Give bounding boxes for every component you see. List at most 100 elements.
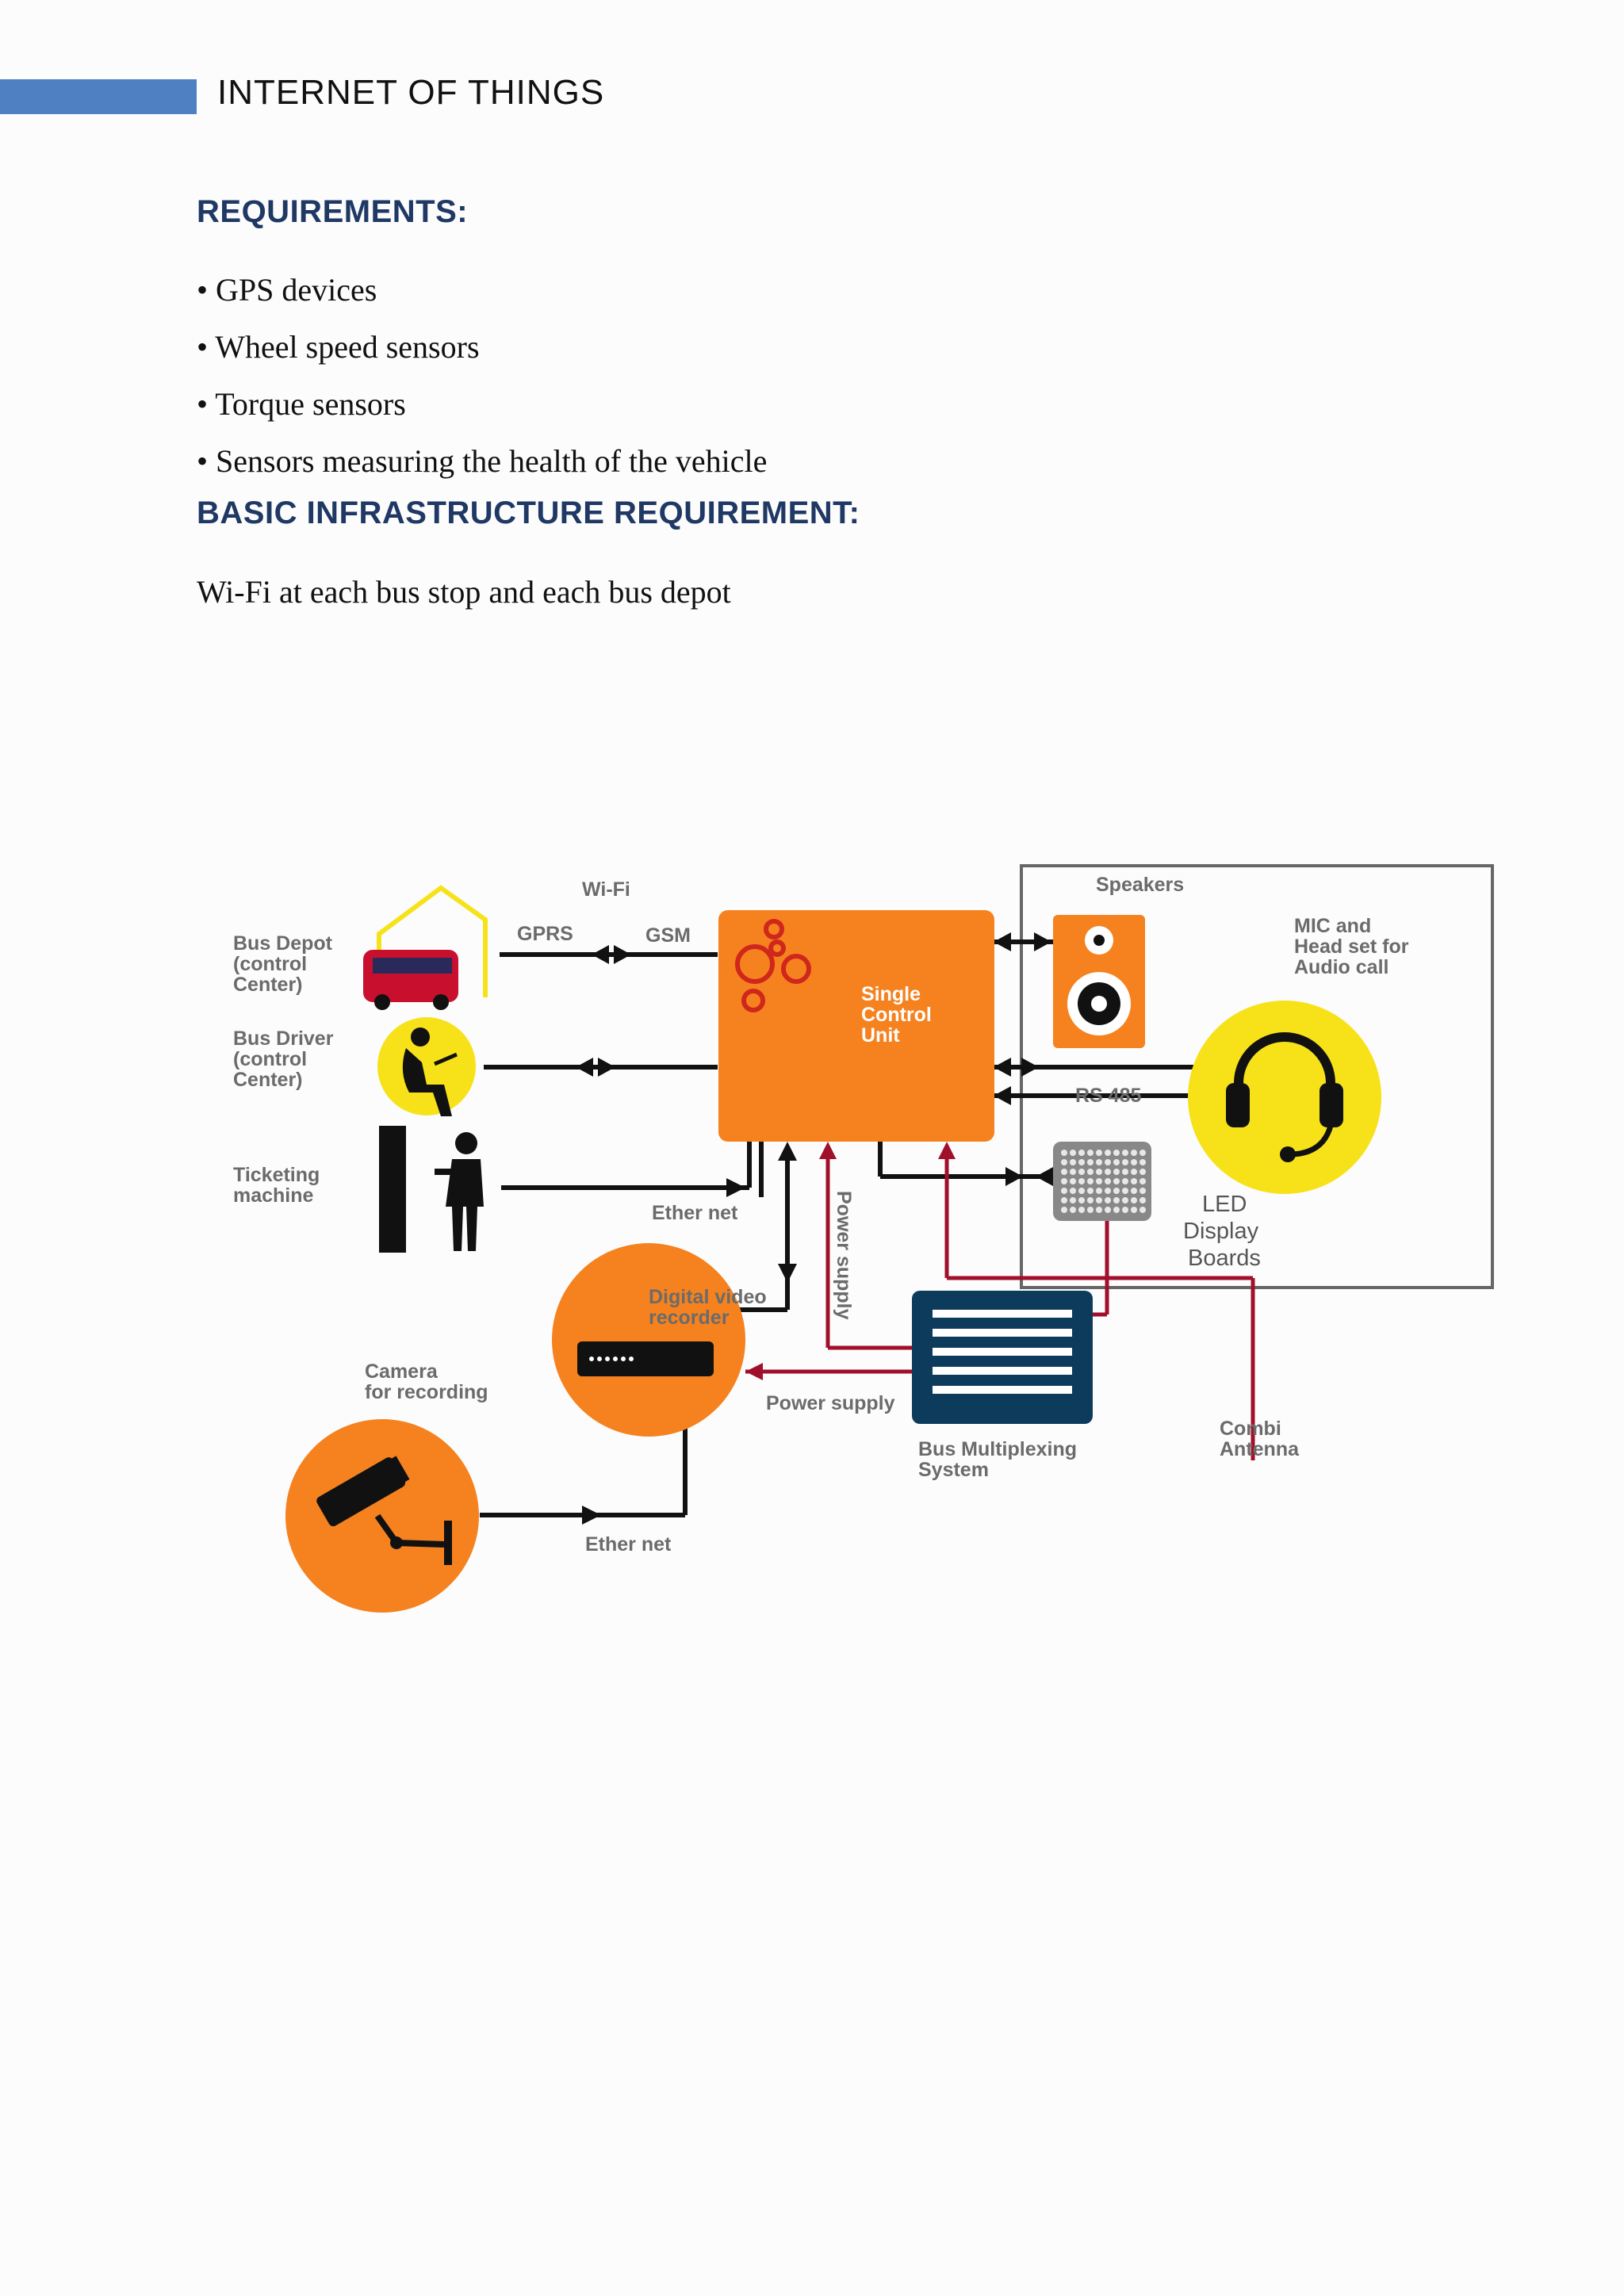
led-dot <box>1087 1169 1094 1175</box>
led-dot <box>1131 1197 1137 1203</box>
led-dot <box>1070 1178 1076 1184</box>
requirements-heading: REQUIREMENTS: <box>197 194 469 229</box>
list-item: GPS devices <box>197 266 767 323</box>
gsm-label: GSM <box>645 924 691 947</box>
led-dot <box>1096 1178 1102 1184</box>
dvr-label: Digital video <box>649 1286 767 1308</box>
list-item: Torque sensors <box>197 381 767 438</box>
led-dot <box>1105 1178 1111 1184</box>
led-dot <box>1131 1178 1137 1184</box>
led-label: Boards <box>1188 1246 1261 1271</box>
gears-icon <box>735 919 811 1012</box>
led-dot <box>1061 1178 1067 1184</box>
led-dot <box>1096 1207 1102 1213</box>
bus-driver-label: (control <box>233 1048 307 1070</box>
led-dot <box>1070 1197 1076 1203</box>
single-control-unit <box>718 910 994 1142</box>
led-dot <box>1131 1159 1137 1165</box>
led-dot <box>1139 1159 1146 1165</box>
led-dot <box>1070 1207 1076 1213</box>
led-dot <box>1113 1159 1120 1165</box>
led-dot <box>1078 1207 1085 1213</box>
gprs-label: GPRS <box>517 923 573 945</box>
led-dot <box>1096 1197 1102 1203</box>
led-dot <box>1061 1150 1067 1156</box>
led-dot <box>1070 1159 1076 1165</box>
mic-label: Head set for <box>1294 936 1409 958</box>
led-dot <box>1087 1188 1094 1194</box>
mic-label: Audio call <box>1294 956 1388 978</box>
led-dot <box>1078 1150 1085 1156</box>
led-dot <box>1078 1178 1085 1184</box>
led-dot <box>1131 1188 1137 1194</box>
list-item: Wheel speed sensors <box>197 323 767 381</box>
led-dot <box>1105 1150 1111 1156</box>
led-dot <box>1061 1188 1067 1194</box>
led-dot <box>1061 1197 1067 1203</box>
led-dot <box>1061 1207 1067 1213</box>
led-dot <box>1070 1188 1076 1194</box>
power-arrowheads <box>745 1142 956 1380</box>
led-dot <box>1061 1169 1067 1175</box>
ticketing-label: machine <box>233 1184 314 1207</box>
page-header-title: INTERNET OF THINGS <box>217 73 605 112</box>
camera-icon <box>285 1419 479 1613</box>
bus-depot-label: Center) <box>233 974 303 996</box>
wifi-label: Wi-Fi <box>582 878 630 901</box>
bus-mux-label: System <box>918 1459 989 1481</box>
led-dot <box>1139 1197 1146 1203</box>
speaker-icon <box>1053 915 1145 1048</box>
headset-icon <box>1188 1001 1381 1194</box>
control-unit-label: Unit <box>861 1024 900 1047</box>
bus-depot-icon <box>363 885 488 1010</box>
power-supply-vertical-label: Power supply <box>833 1191 855 1320</box>
bus-system-diagram: Single Control Unit Bus Depot (control C… <box>233 864 1494 1613</box>
dvr-icon <box>552 1243 745 1437</box>
led-dot <box>1122 1188 1128 1194</box>
ethernet-label: Ether net <box>652 1202 738 1224</box>
bus-mux-label: Bus Multiplexing <box>918 1438 1077 1460</box>
bus-driver-icon <box>377 1017 476 1116</box>
header-accent-bar <box>0 79 197 114</box>
requirements-list: GPS devices Wheel speed sensors Torque s… <box>197 266 767 495</box>
led-dot <box>1096 1188 1102 1194</box>
camera-label: for recording <box>365 1381 488 1403</box>
led-dot <box>1096 1159 1102 1165</box>
led-dot <box>1078 1159 1085 1165</box>
led-dot <box>1105 1188 1111 1194</box>
led-dot <box>1113 1169 1120 1175</box>
control-unit-label: Control <box>861 1004 932 1026</box>
led-dot <box>1122 1159 1128 1165</box>
led-dot <box>1087 1159 1094 1165</box>
led-dot <box>1131 1150 1137 1156</box>
led-dot <box>1139 1207 1146 1213</box>
led-dot <box>1087 1197 1094 1203</box>
led-dot <box>1122 1150 1128 1156</box>
dvr-label: recorder <box>649 1307 730 1329</box>
led-dot <box>1139 1169 1146 1175</box>
infrastructure-heading: BASIC INFRASTRUCTURE REQUIREMENT: <box>197 496 860 530</box>
bus-depot-label: Bus Depot <box>233 932 333 955</box>
led-dot <box>1131 1207 1137 1213</box>
bus-driver-label: Bus Driver <box>233 1027 334 1050</box>
combi-antenna-label: Combi <box>1220 1418 1281 1440</box>
combi-antenna-label: Antenna <box>1220 1438 1300 1460</box>
led-dot <box>1113 1188 1120 1194</box>
led-dot <box>1113 1207 1120 1213</box>
bus-depot-label: (control <box>233 953 307 975</box>
led-dot <box>1096 1150 1102 1156</box>
led-dot <box>1105 1207 1111 1213</box>
control-unit-label: Single <box>861 983 921 1005</box>
rs485-label: RS 485 <box>1075 1085 1141 1107</box>
led-dot <box>1070 1150 1076 1156</box>
led-dot <box>1078 1188 1085 1194</box>
led-dot <box>1061 1159 1067 1165</box>
led-dot <box>1087 1150 1094 1156</box>
led-dot <box>1096 1169 1102 1175</box>
led-dot <box>1122 1207 1128 1213</box>
ethernet-bottom-label: Ether net <box>585 1533 672 1556</box>
power-lines <box>745 1151 1255 1460</box>
bus-driver-label: Center) <box>233 1069 303 1091</box>
led-dot <box>1113 1197 1120 1203</box>
infrastructure-text: Wi-Fi at each bus stop and each bus depo… <box>197 574 731 610</box>
